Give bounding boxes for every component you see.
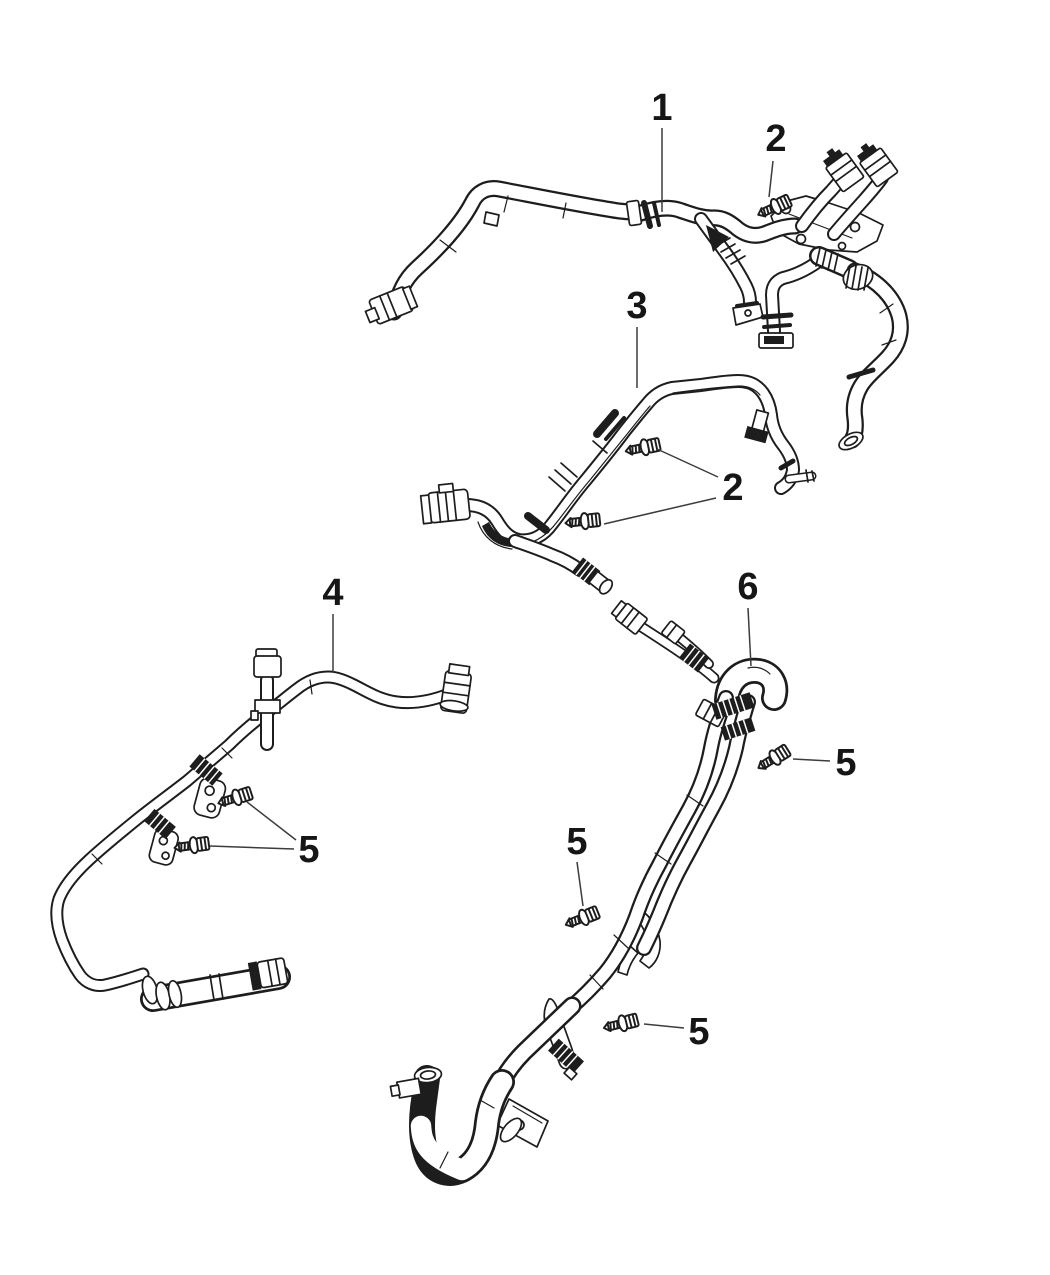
callout-6-right: 6 xyxy=(737,566,759,667)
leader-line xyxy=(209,845,295,850)
callout-label-4-left: 4 xyxy=(322,572,343,614)
leader-line xyxy=(768,160,774,198)
bolt-part xyxy=(753,741,793,776)
callout-label-5-mid: 5 xyxy=(566,821,587,863)
callout-5-left: 5 xyxy=(209,801,320,871)
bolt-part xyxy=(623,435,663,461)
callout-5-bottom: 5 xyxy=(643,1011,710,1053)
bracket-tab xyxy=(148,828,180,866)
hose-end-connector xyxy=(758,332,794,349)
callout-label-1-top: 1 xyxy=(651,87,672,129)
hose-end-connector xyxy=(439,663,472,714)
hose-clamp xyxy=(679,643,709,673)
hose-assembly-1 xyxy=(364,143,909,451)
bolt-part xyxy=(561,903,602,934)
callout-5-mid: 5 xyxy=(566,821,588,907)
hose-clamp xyxy=(720,717,756,741)
hose-assembly-4 xyxy=(50,648,472,1012)
callout-label-2-mid: 2 xyxy=(722,467,743,509)
callout-4-left: 4 xyxy=(322,572,344,672)
leader-line xyxy=(246,801,297,841)
hose-clamp xyxy=(144,808,176,840)
hose-foot-bracket xyxy=(732,301,764,326)
callout-label-3-mid: 3 xyxy=(626,285,647,327)
leader-line xyxy=(792,758,831,762)
callout-2-mid: 2 xyxy=(603,448,744,525)
hose-end-connector xyxy=(364,285,419,325)
quick-connect-fitting xyxy=(856,143,899,188)
open-hose-end xyxy=(838,431,864,451)
hose-end-connector xyxy=(610,599,648,635)
hose-clamp xyxy=(548,1038,584,1081)
hose-clamp-ring xyxy=(842,263,874,291)
callout-3-mid: 3 xyxy=(626,285,648,388)
hose-end-connector xyxy=(247,957,289,991)
callout-label-5-left: 5 xyxy=(298,829,319,871)
leader-line xyxy=(643,1023,685,1029)
upright-connector xyxy=(250,648,282,721)
hose-assembly-3 xyxy=(419,374,817,595)
callout-5-right: 5 xyxy=(792,742,857,784)
bolts-layer xyxy=(172,191,794,1037)
callout-label-5-bottom: 5 xyxy=(688,1011,709,1053)
hose-clamp xyxy=(711,692,755,720)
callout-2-top: 2 xyxy=(765,118,787,198)
callout-label-5-right: 5 xyxy=(835,742,856,784)
leader-line xyxy=(656,448,719,478)
hose-end-connector xyxy=(661,620,686,645)
bolt-part xyxy=(563,510,602,533)
hose-assembly-6 xyxy=(389,599,789,1186)
quick-connect-fitting xyxy=(822,148,865,193)
bolt-part xyxy=(600,1010,641,1037)
hose-end-connector xyxy=(572,557,614,595)
callout-label-6-right: 6 xyxy=(737,566,758,608)
branch-connector xyxy=(744,409,770,444)
hose-clamp xyxy=(189,754,223,786)
open-hose-end xyxy=(413,1066,443,1084)
hose-clamp xyxy=(625,199,661,229)
quick-connect-fitting xyxy=(419,482,471,525)
leader-line xyxy=(576,861,584,907)
leader-line xyxy=(747,607,752,667)
callout-1-top: 1 xyxy=(651,87,673,212)
callout-label-2-top: 2 xyxy=(765,118,786,160)
callouts-layer: 1 2 3 2 4 6 5 5 5 5 xyxy=(209,87,857,1053)
leader-line xyxy=(603,497,717,525)
clamp-fitting xyxy=(389,1077,423,1099)
